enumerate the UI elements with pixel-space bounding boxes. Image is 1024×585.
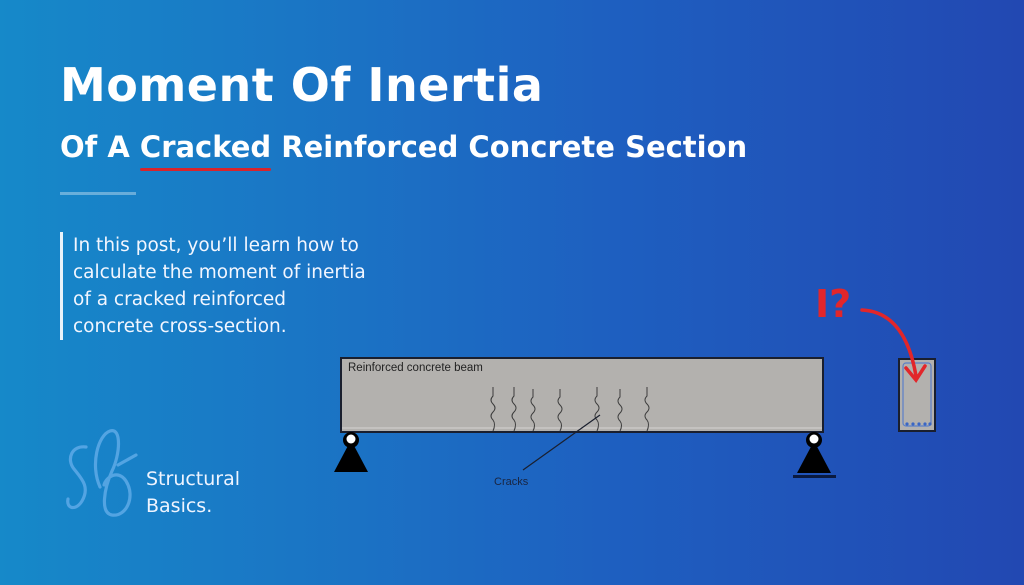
page-subtitle: Of A Cracked Reinforced Concrete Section: [60, 130, 748, 171]
right-roller-support: [793, 432, 836, 478]
left-pin-support: [334, 432, 368, 472]
brand-line-1: Structural: [146, 468, 241, 490]
cracks-label: Cracks: [494, 476, 529, 488]
arrow-icon: [860, 308, 927, 383]
brand-name: Structural Basics.: [146, 466, 240, 520]
intro-line: of a cracked reinforced: [73, 289, 287, 310]
subtitle-prefix: Of A: [60, 130, 140, 164]
page-title: Moment Of Inertia: [60, 58, 544, 112]
concrete-beam: [340, 357, 824, 433]
intro-line: calculate the moment of inertia: [73, 262, 366, 283]
structural-basics-logo-icon: [66, 429, 138, 517]
beam-cross-section: [898, 358, 936, 432]
brand-line-2: Basics.: [146, 495, 213, 517]
intro-quote: In this post, you’ll learn how to calcul…: [60, 232, 453, 340]
beam-label: Reinforced concrete beam: [348, 362, 483, 374]
moment-of-inertia-question: I?: [815, 282, 852, 326]
title-divider: [60, 192, 136, 195]
crack-lines: [490, 387, 650, 432]
intro-line: In this post, you’ll learn how to: [73, 235, 359, 256]
intro-line: concrete cross-section.: [73, 316, 287, 337]
subtitle-highlight: Cracked: [139, 130, 272, 171]
subtitle-suffix: Reinforced Concrete Section: [271, 130, 748, 164]
cracks-leader-line: [522, 414, 601, 471]
